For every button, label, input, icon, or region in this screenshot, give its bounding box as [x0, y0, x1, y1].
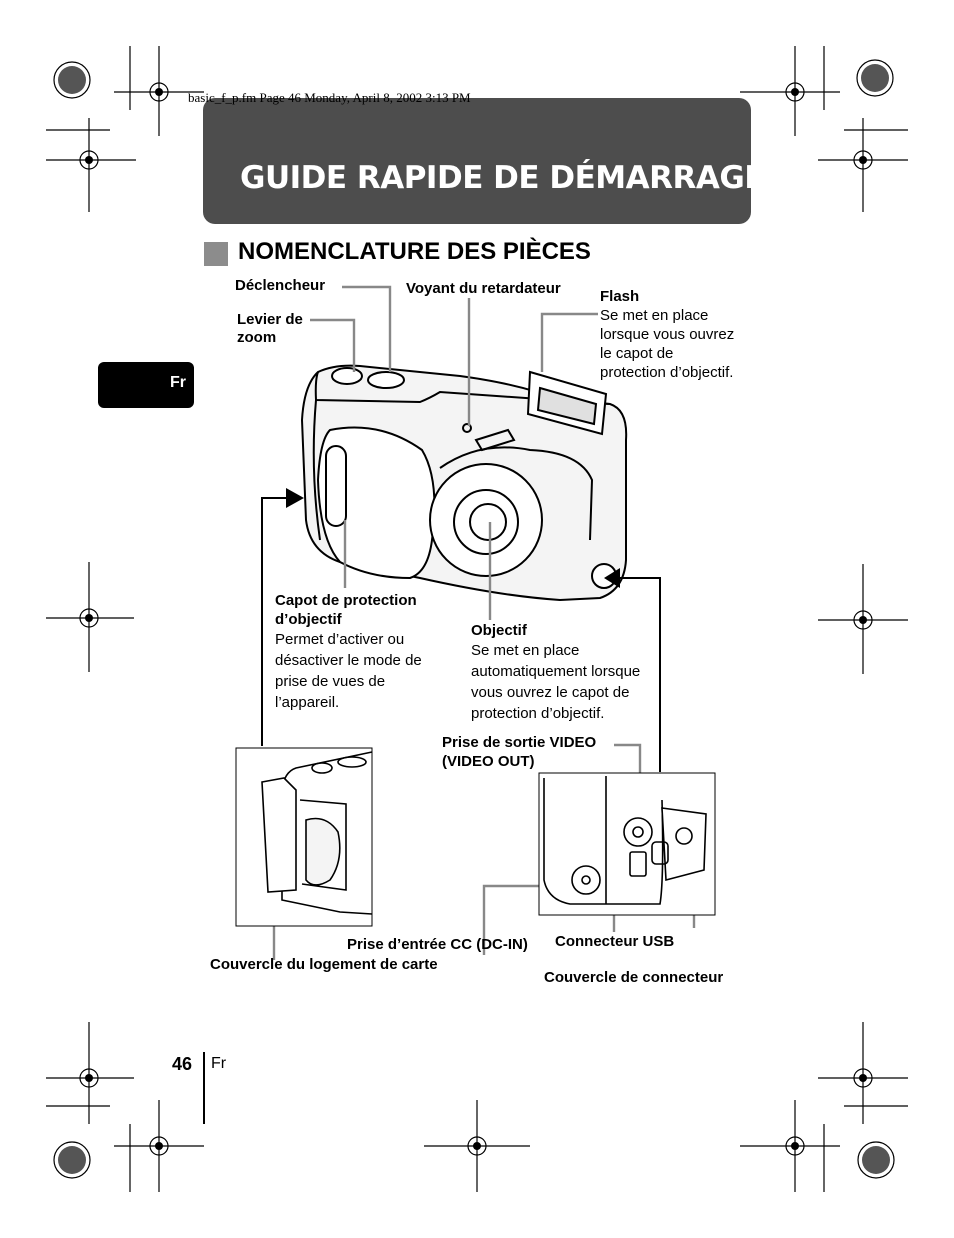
label-declencheur: Déclencheur — [235, 276, 325, 295]
footer-language: Fr — [211, 1055, 226, 1073]
objectif-desc-4: protection d’objectif. — [471, 703, 640, 724]
page-number: 46 — [172, 1054, 192, 1075]
objectif-desc-1: Se met en place — [471, 640, 640, 661]
footer-divider — [203, 1052, 205, 1124]
label-usb: Connecteur USB — [555, 932, 674, 951]
capot-callout: Capot de protection d’objectif Permet d’… — [275, 591, 422, 713]
flash-callout: Flash Se met en place lorsque vous ouvre… — [600, 287, 734, 382]
capot-desc-1: Permet d’activer ou — [275, 629, 422, 650]
label-video-out-1: Prise de sortie VIDEO — [442, 733, 596, 752]
inset-card-cover — [236, 748, 372, 926]
label-levier-zoom-2: zoom — [237, 328, 276, 347]
flash-desc-4: protection d’objectif. — [600, 363, 734, 382]
capot-title-2: d’objectif — [275, 610, 422, 629]
label-voyant-retardateur: Voyant du retardateur — [406, 279, 561, 298]
label-couvercle-connecteur: Couvercle de connecteur — [544, 968, 723, 987]
objectif-desc-2: automatiquement lorsque — [471, 661, 640, 682]
capot-desc-2: désactiver le mode de — [275, 650, 422, 671]
objectif-title: Objectif — [471, 621, 640, 640]
flash-desc-3: le capot de — [600, 344, 734, 363]
file-header-meta: basic_f_p.fm Page 46 Monday, April 8, 20… — [188, 90, 471, 106]
label-couvercle-carte: Couvercle du logement de carte — [210, 955, 438, 974]
capot-desc-4: l’appareil. — [275, 692, 422, 713]
flash-title: Flash — [600, 287, 734, 306]
capot-title-1: Capot de protection — [275, 591, 422, 610]
label-dc-in: Prise d’entrée CC (DC-IN) — [347, 935, 528, 954]
flash-desc-2: lorsque vous ouvrez — [600, 325, 734, 344]
inset-connectors — [539, 773, 715, 915]
objectif-desc-3: vous ouvrez le capot de — [471, 682, 640, 703]
flash-desc-1: Se met en place — [600, 306, 734, 325]
label-video-out-2: (VIDEO OUT) — [442, 752, 535, 771]
label-levier-zoom-1: Levier de — [237, 310, 303, 329]
objectif-callout: Objectif Se met en place automatiquement… — [471, 621, 640, 724]
capot-desc-3: prise de vues de — [275, 671, 422, 692]
